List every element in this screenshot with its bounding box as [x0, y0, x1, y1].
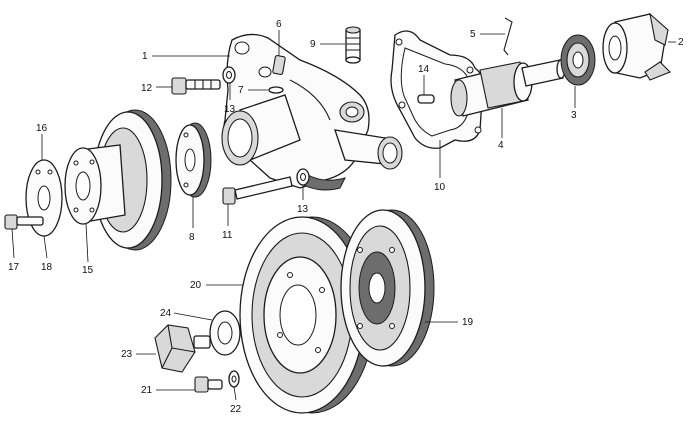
callout-17: 17 [8, 262, 20, 273]
bolt-part-21 [194, 376, 223, 393]
impeller-part-2 [602, 12, 671, 81]
bolt-part-17 [4, 214, 44, 230]
washer-hole [217, 321, 233, 345]
callout-labels: 1 2 3 4 5 6 7 8 9 10 11 12 13 13 14 15 1… [8, 19, 684, 415]
washer-hole [300, 173, 306, 181]
callout-5: 5 [470, 29, 476, 40]
bolt-part-12 [171, 77, 221, 95]
callout-23: 23 [121, 349, 133, 360]
seal-part-3 [560, 34, 596, 86]
pump-body-part-1 [221, 33, 403, 191]
callout-13b: 13 [297, 204, 309, 215]
callout-12: 12 [141, 83, 153, 94]
callout-1: 1 [142, 51, 148, 62]
callout-11: 11 [222, 230, 233, 241]
leader-lines [11, 30, 676, 401]
callout-2: 2 [678, 37, 684, 48]
callout-8: 8 [189, 232, 195, 243]
washer-part-7 [268, 86, 284, 94]
callout-7: 7 [238, 85, 244, 96]
gasket-part-10 [390, 30, 486, 149]
callout-13a: 13 [224, 104, 236, 115]
stud-part-6 [272, 55, 286, 75]
callout-6: 6 [276, 19, 282, 30]
callout-18: 18 [41, 262, 53, 273]
clip-part-5 [503, 17, 513, 56]
spindle-bearing-part-4 [450, 59, 566, 117]
callout-16: 16 [36, 123, 48, 134]
bolt-part-11 [222, 176, 293, 205]
callout-4: 4 [498, 140, 504, 151]
pin-part-14 [417, 94, 435, 104]
bolt-part-23 [154, 324, 211, 373]
pulley-part-19 [340, 209, 435, 367]
callout-15: 15 [82, 265, 94, 276]
pulley-part-15 [64, 109, 172, 251]
callout-20: 20 [190, 280, 202, 291]
washer-hole [226, 71, 232, 79]
plug-part-9 [345, 26, 361, 64]
callout-19: 19 [462, 317, 474, 328]
washer-hole [231, 375, 237, 383]
callout-22: 22 [230, 404, 242, 415]
callout-24: 24 [160, 308, 172, 319]
callout-10: 10 [434, 182, 446, 193]
hub-part-8 [175, 122, 212, 198]
callout-14: 14 [418, 64, 430, 75]
callout-3: 3 [571, 110, 577, 121]
callout-9: 9 [310, 39, 316, 50]
callout-21: 21 [141, 385, 153, 396]
